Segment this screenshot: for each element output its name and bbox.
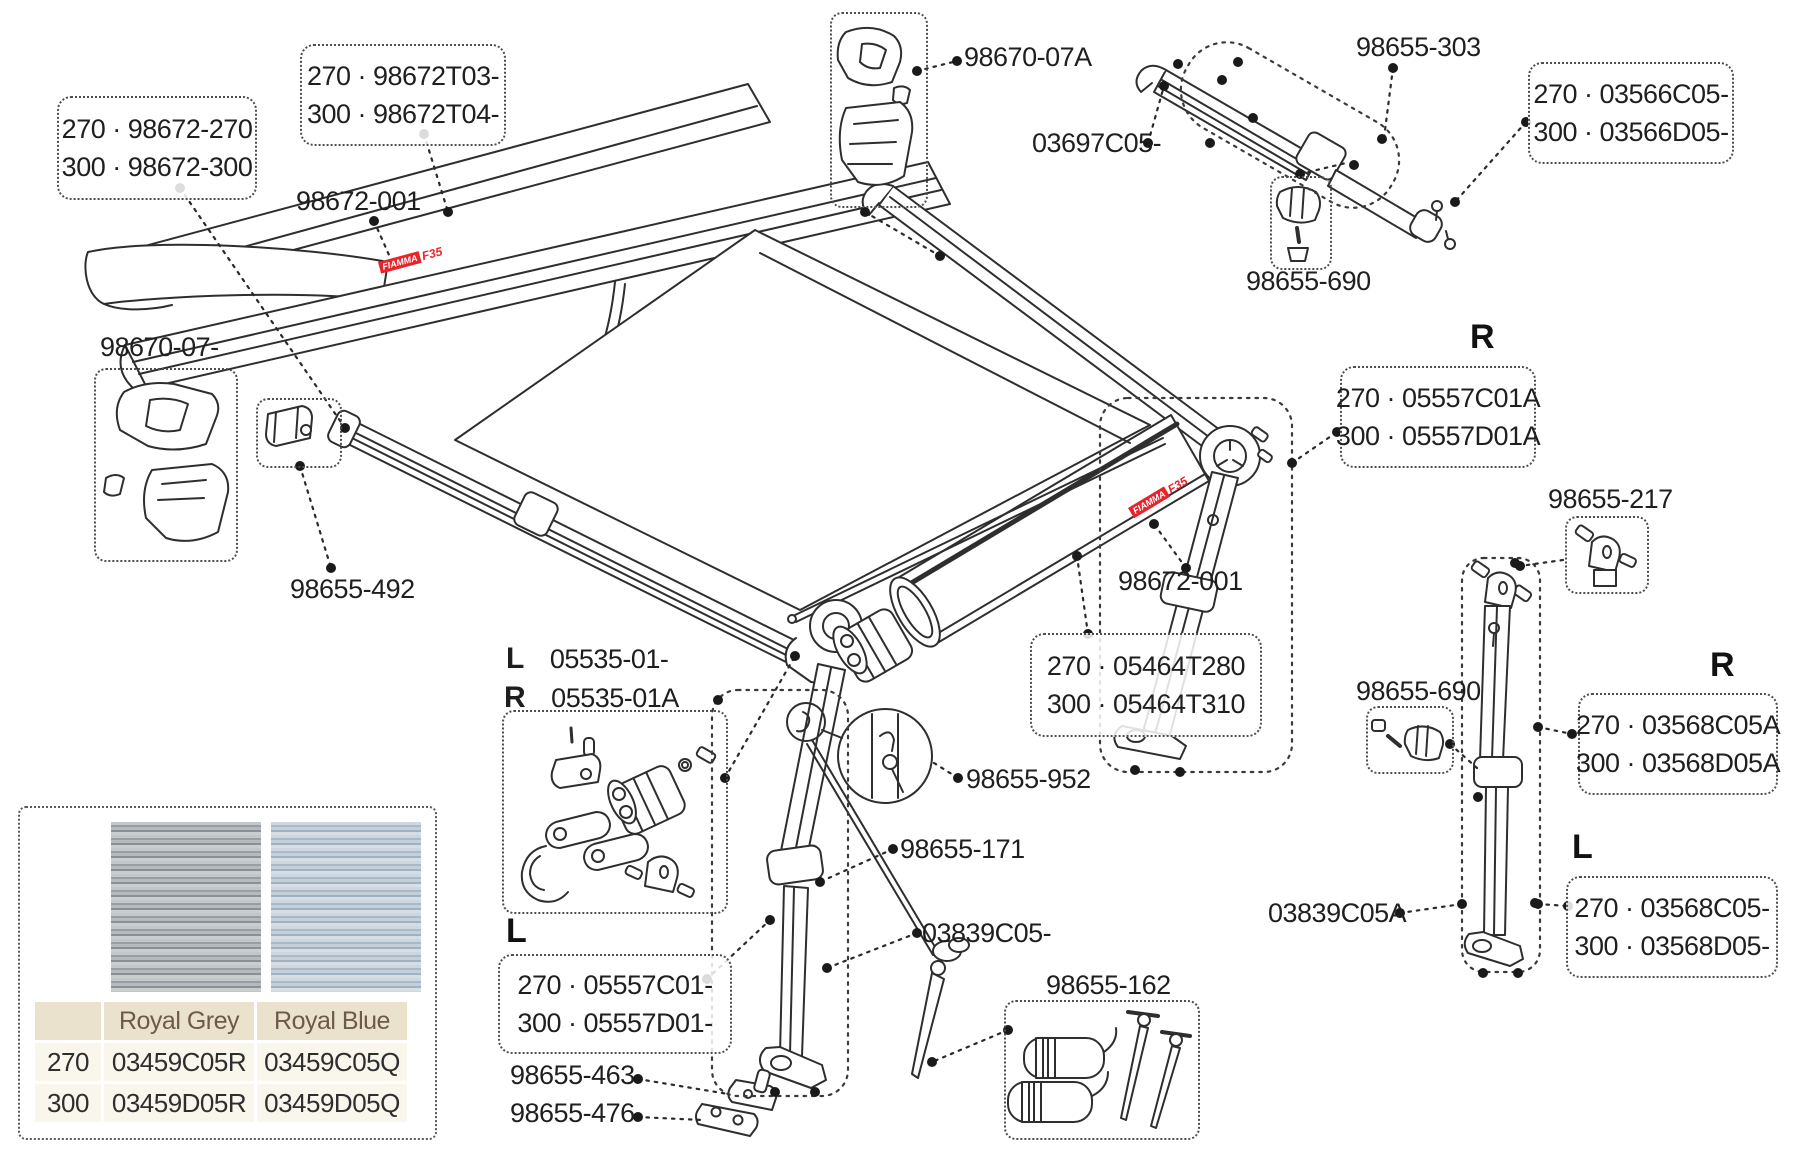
callout-98672-fabric-roller: 270 · 98672-270 300 · 98672-300 [57, 96, 257, 200]
callout-line: 270 · 03566C05- [1533, 78, 1729, 109]
row-05535-right: R 05535-01A [504, 681, 679, 715]
callout-03568A-leg: 270 · 03568C05A 300 · 03568D05A [1575, 693, 1781, 795]
table-size-270: 270 [35, 1043, 101, 1081]
label-03697C05: 03697C05- [1032, 128, 1162, 158]
label-98655-171: 98655-171 [900, 834, 1025, 864]
label-05535-01: 05535-01- [549, 644, 669, 674]
table-header-royal-blue: Royal Blue [257, 1002, 407, 1040]
label-05535-01A: 05535-01A [551, 683, 679, 713]
label-03839C05A: 03839C05A [1268, 898, 1407, 928]
marker-L-05535: L [506, 642, 524, 675]
table-value-300-grey: 03459D05R [104, 1084, 254, 1122]
callout-line: 300 · 03566D05- [1533, 117, 1729, 147]
callout-line: 300 · 05464T310 [1046, 689, 1246, 719]
callout-line: 270 · 05557C01A [1335, 382, 1541, 413]
callout-05464-roller-tube: 270 · 05464T280 300 · 05464T310 [1030, 633, 1262, 737]
callout-98672T-lid: 270 · 98672T03- 300 · 98672T04- [300, 44, 506, 146]
label-98655-463: 98655-463 [510, 1060, 635, 1090]
table-value-270-grey: 03459C05R [104, 1043, 254, 1081]
label-98655-952: 98655-952 [966, 764, 1091, 794]
callout-line: 300 · 98672-300 [61, 152, 253, 182]
callout-line: 300 · 05557D01- [517, 1008, 713, 1038]
label-98655-476: 98655-476 [510, 1098, 635, 1128]
callout-line: 300 · 03568D05- [1574, 931, 1770, 961]
callout-line: 270 · 03568C05A [1575, 709, 1781, 740]
table-header-royal-grey: Royal Grey [104, 1002, 254, 1040]
row-05535-left: L 05535-01- [506, 642, 669, 676]
fabric-swatch-royal-blue [271, 822, 421, 992]
partbox-bracket-492 [256, 398, 342, 468]
partbox-tiedown-kit-162 [1004, 1000, 1200, 1140]
label-98672-001-lid: 98672-001 [296, 186, 421, 216]
label-98655-492: 98655-492 [290, 574, 415, 604]
label-98670-07A: 98670-07A [964, 42, 1092, 72]
label-98672-001-roller: 98672-001 [1118, 566, 1243, 596]
callout-line: 270 · 05464T280 [1046, 650, 1246, 681]
fabric-color-table: Royal Grey Royal Blue 270 03459C05R 0345… [18, 806, 437, 1140]
table-size-300: 300 [35, 1084, 101, 1122]
fabric-table-grid: Royal Grey Royal Blue 270 03459C05R 0345… [35, 1002, 407, 1122]
callout-03568-leg: 270 · 03568C05- 300 · 03568D05- [1566, 876, 1778, 978]
marker-left-lower: L [1572, 828, 1593, 866]
callout-line: 300 · 03568D05A [1575, 748, 1781, 778]
label-98670-07: 98670-07- [100, 332, 219, 362]
callout-line: 270 · 03568C05- [1574, 892, 1770, 923]
marker-right-lower: R [1710, 646, 1735, 684]
callout-05557-left-leg: 270 · 05557C01- 300 · 05557D01- [498, 954, 732, 1054]
callout-line: 300 · 98672T04- [306, 99, 500, 129]
partbox-knuckle-05535 [502, 710, 728, 914]
label-98655-217: 98655-217 [1548, 484, 1673, 514]
marker-R-05535: R [504, 681, 526, 714]
partbox-bracket-217 [1565, 516, 1649, 594]
label-98655-690-top: 98655-690 [1246, 266, 1371, 296]
partbox-knob-690-top [1270, 176, 1332, 270]
callout-line: 270 · 98672-270 [61, 113, 253, 144]
label-03839C05: 03839C05- [922, 918, 1052, 948]
marker-right-upper: R [1470, 318, 1495, 356]
callout-03566-rafter: 270 · 03566C05- 300 · 03566D05- [1528, 62, 1734, 164]
table-value-300-blue: 03459D05Q [257, 1084, 407, 1122]
label-98655-303: 98655-303 [1356, 32, 1481, 62]
label-98655-162: 98655-162 [1046, 970, 1171, 1000]
callout-line: 270 · 98672T03- [306, 60, 500, 91]
table-value-270-blue: 03459C05Q [257, 1043, 407, 1081]
partbox-end-caps-top [830, 12, 928, 208]
marker-left-leg: L [506, 912, 527, 950]
table-corner-cell [35, 1002, 101, 1040]
fabric-swatch-royal-grey [111, 822, 261, 992]
label-98655-690-mid: 98655-690 [1356, 676, 1481, 706]
callout-05557-right-leg: 270 · 05557C01A 300 · 05557D01A [1336, 366, 1541, 468]
partbox-end-caps-left [94, 368, 238, 562]
callout-line: 270 · 05557C01- [517, 969, 713, 1000]
callout-line: 300 · 05557D01A [1335, 421, 1541, 451]
partbox-knob-690-mid [1366, 706, 1454, 774]
